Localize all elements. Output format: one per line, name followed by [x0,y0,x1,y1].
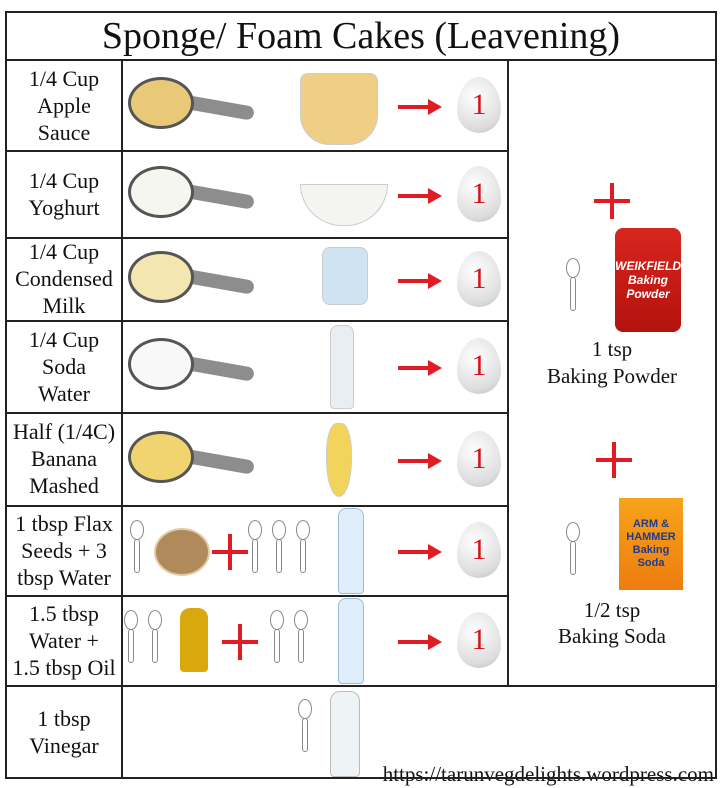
yoghurt-bowl-image [300,183,388,226]
water-bottle-image [338,598,364,684]
baking-powder-product-label: WEIKFIELD Baking Powder [615,259,681,301]
label-line: Half (1/4C) [12,419,116,444]
baking-powder-name: Baking Powder [546,364,678,388]
title-divider [5,59,717,61]
arrow-icon [398,271,442,291]
plus-icon [212,534,248,570]
border-right [715,11,717,779]
baking-soda-quantity: 1/2 tsp [583,598,641,622]
egg-icon: 1 [457,522,501,578]
row-divider [5,150,508,152]
arrow-icon [398,632,442,652]
baking-soda-name: Baking Soda [558,624,666,648]
row-divider [5,685,717,687]
label-line: 1 tbsp Flax [15,510,113,536]
egg-icon: 1 [457,430,501,487]
baking-powder-quantity: 1 tsp [591,337,633,361]
border-top [5,11,717,13]
tablespoon-water-icon [248,520,262,574]
label-line: Soda [42,353,86,379]
label-line: 1.5 tbsp [29,600,99,626]
label-line: Condensed [15,266,113,291]
label-line: Water + [29,627,99,653]
baking-soda-product-image: ARM & HAMMER Baking Soda [619,498,683,590]
measuring-cup-image [128,165,194,218]
measuring-cup-image [128,430,194,483]
plus-icon [222,624,258,660]
arrow-icon [398,97,442,117]
label-line: 1.5 tbsp Oil [12,654,116,680]
label-line: 1/4 Cup [28,167,100,193]
teaspoon-icon [566,522,580,576]
vinegar-bottle-image [330,691,360,777]
baking-soda-product-label: ARM & HAMMER Baking Soda [626,518,676,569]
tablespoon-water-icon [272,520,286,574]
tablespoon-water-icon [296,520,310,574]
egg-icon: 1 [457,338,501,394]
page-title: Sponge/ Foam Cakes (Leavening) [101,15,621,57]
tablespoon-water-icon [270,610,284,664]
teaspoon-icon [566,258,580,312]
row-divider [5,412,508,414]
banana-image [326,422,352,497]
label-line: Milk [42,293,86,318]
tablespoon-icon [124,610,138,664]
border-left [5,11,7,779]
label-line: 1/4 Cup [28,326,100,352]
row-divider [5,237,508,239]
plus-icon [596,442,632,478]
label-line: tbsp Water [17,564,111,590]
label-line: 1/4 Cup [28,65,100,91]
egg-icon: 1 [457,165,501,222]
label-line: Apple [37,92,91,118]
flax-seeds-bowl-image [154,528,210,576]
label-line: Banana [31,446,97,471]
oil-bottle-image [180,608,208,672]
egg-icon: 1 [457,77,501,133]
tablespoon-water-icon [294,610,308,664]
tablespoon-icon [298,699,312,753]
label-line: Water [38,380,90,406]
arrow-icon [398,542,442,562]
arrow-icon [398,451,442,471]
label-line: 1/4 Cup [28,239,100,264]
row-divider [5,320,508,322]
measuring-cup-image [128,250,194,303]
baking-powder-product-image: WEIKFIELD Baking Powder [615,228,681,332]
right-column-divider [507,60,509,685]
arrow-icon [398,358,442,378]
row-divider [5,595,508,597]
measuring-cup-image [128,77,194,129]
measuring-cup-image [128,338,194,390]
source-url[interactable]: https://tarunvegdelights.wordpress.com [382,762,714,786]
label-line: Sauce [37,119,91,145]
condensed-milk-can-image [322,246,368,305]
label-line: 1 tbsp [37,705,91,731]
tablespoon-icon [148,610,162,664]
water-bottle-image [338,508,364,594]
apple-sauce-cup-image [300,73,378,145]
label-line: Yoghurt [28,194,100,220]
tablespoon-icon [130,520,144,574]
row-divider [5,505,508,507]
plus-icon [594,183,630,219]
label-line: Seeds + 3 [21,537,107,563]
soda-water-bottle-image [330,325,354,409]
label-column-divider [121,60,123,778]
border-bottom [5,777,717,779]
label-line: Mashed [29,473,99,498]
egg-icon: 1 [457,612,501,668]
egg-icon: 1 [457,250,501,307]
arrow-icon [398,186,442,206]
label-line: Vinegar [29,732,99,758]
